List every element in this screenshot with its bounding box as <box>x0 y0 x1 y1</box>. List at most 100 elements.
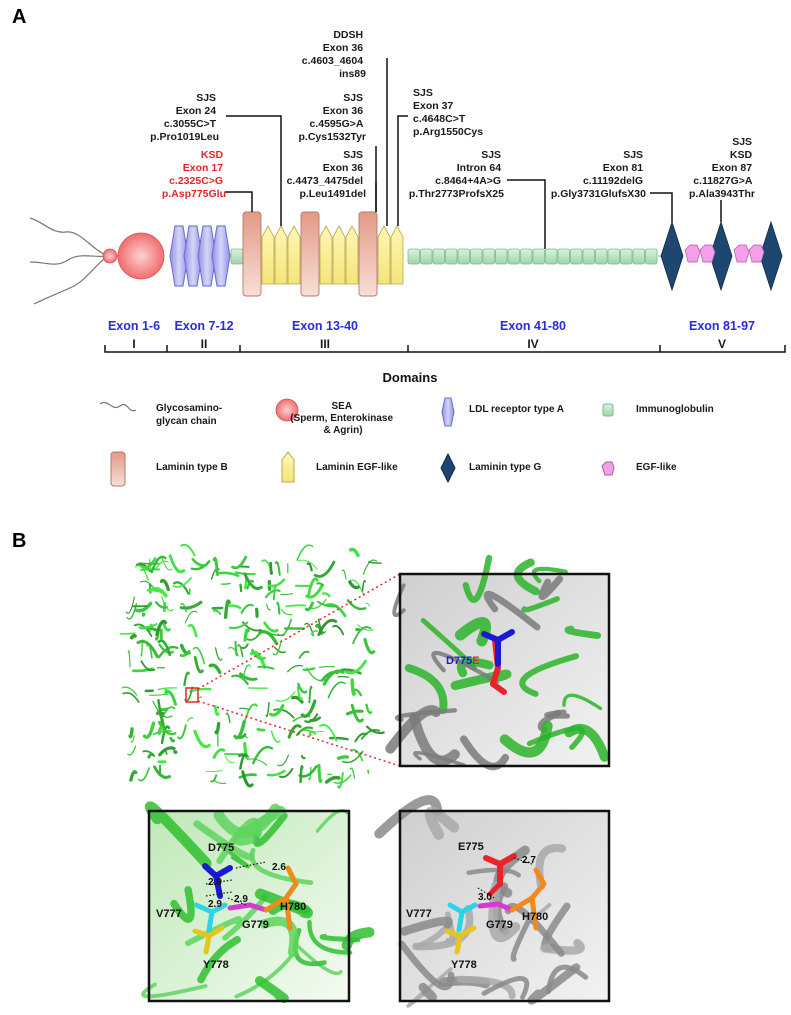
ribbon-segment <box>274 561 281 576</box>
ribbon-segment <box>125 596 135 614</box>
ribbon-segment <box>128 727 134 739</box>
ribbon-segment <box>319 933 361 943</box>
domain-numeral-4: IV <box>527 337 538 351</box>
ribbon-segment <box>513 558 540 596</box>
ribbon-segment <box>316 600 339 608</box>
ribbon-segment <box>363 637 376 655</box>
ribbon-segment <box>177 724 187 740</box>
ribbon-segment <box>297 682 308 694</box>
ribbon-segment <box>316 582 325 587</box>
ribbon-segment <box>348 580 360 590</box>
ribbon-segment <box>243 572 263 591</box>
ribbon-segment <box>302 667 316 672</box>
ribbon-segment <box>142 750 156 757</box>
ribbon-segment <box>154 560 169 571</box>
ribbon-segment <box>239 707 250 711</box>
ribbon-segment <box>269 561 274 575</box>
ribbon-segment <box>462 554 493 603</box>
ribbon-segment <box>255 976 289 1003</box>
ribbon-segment <box>287 724 302 739</box>
ribbon-segment <box>129 770 138 782</box>
ribbon-segment <box>258 630 279 646</box>
superposed-residue <box>481 629 515 695</box>
domain-brackets <box>104 345 786 353</box>
ribbon-segment <box>337 675 350 678</box>
ribbon-segment <box>360 728 381 740</box>
wt-hbonds <box>205 861 267 906</box>
ig-repeat <box>557 248 570 265</box>
domain-numeral-1: I <box>132 337 135 351</box>
ribbon-segment <box>291 695 304 704</box>
ribbon-segment <box>332 624 345 636</box>
legend-sea: SEA (Sperm, Enterokinase & Agrin) <box>290 401 396 436</box>
ribbon-segment <box>187 623 198 638</box>
ribbon-segment <box>365 725 385 735</box>
ribbon-segment <box>252 745 274 765</box>
ribbon-segment <box>488 881 521 942</box>
ribbon-segment <box>350 749 364 762</box>
ig-repeat <box>520 248 533 265</box>
ribbon-segment <box>277 754 290 767</box>
ribbon-segment <box>212 556 219 576</box>
ribbon-segment <box>308 767 312 781</box>
ribbon-segment <box>268 578 286 588</box>
ribbon-segment <box>228 621 249 630</box>
ribbon-segment <box>140 557 157 569</box>
mutation-label-ksd-d775e: KSD Exon 17 c.2325C>G p.Asp775Glu <box>162 149 226 200</box>
domain-numeral-2: II <box>201 337 208 351</box>
ribbon-segment <box>297 559 318 570</box>
ribbon-segment <box>418 982 437 1002</box>
exon-group-4: Exon 41-80 <box>500 319 566 333</box>
ribbon-segment <box>236 644 244 658</box>
ribbon-segment <box>286 664 304 673</box>
ribbon-segment <box>299 765 304 784</box>
ldl-legend-icon <box>441 397 455 427</box>
ribbon-segment <box>238 753 245 758</box>
laminin-b-legend-icon <box>110 451 126 487</box>
ribbon-segment <box>257 665 275 670</box>
zoom-panel: D775E <box>385 554 611 771</box>
ribbon-segment <box>317 618 338 636</box>
mut-sticks <box>444 853 547 955</box>
glycosaminoglycan-chains <box>29 217 118 305</box>
ribbon-segment <box>374 795 443 839</box>
ribbon-segment <box>149 693 169 696</box>
wt-dist-2: 2.9 <box>208 899 222 910</box>
wt-residue-label: D775 <box>208 842 234 854</box>
mutation-label-ddsh-ins89: DDSH Exon 36 c.4603_4604 ins89 <box>302 29 366 80</box>
ig-repeat <box>420 248 433 265</box>
ribbon-segment <box>153 765 171 779</box>
ribbon-segment <box>119 632 136 635</box>
protein-schematic <box>29 211 783 305</box>
mut-residue-label: E775 <box>458 841 484 853</box>
ribbon-segment <box>239 753 248 770</box>
ribbon-segment <box>300 729 317 735</box>
protein-cloud <box>119 543 385 789</box>
ig-repeat <box>470 248 483 265</box>
ribbon-segment <box>212 748 226 759</box>
ribbon-segment <box>160 725 171 745</box>
ig-repeat-row <box>407 248 661 265</box>
ribbon-segment <box>214 721 221 735</box>
wt-label-y778: Y778 <box>203 959 229 971</box>
wt-dist-4: 2.6 <box>272 862 286 873</box>
ribbon-segment <box>150 555 167 574</box>
laminin-b-domain <box>242 211 262 297</box>
ribbon-segment <box>241 770 254 788</box>
wt-label-g779: G779 <box>242 919 269 931</box>
egf-like-domains <box>684 244 765 263</box>
ribbon-segment <box>280 608 293 616</box>
ribbon-segment <box>365 602 371 607</box>
ribbon-segment <box>521 596 560 613</box>
ig-domain <box>230 248 244 265</box>
ig-repeat <box>632 248 645 265</box>
ig-repeat <box>445 248 458 265</box>
ribbon-segment <box>308 685 313 704</box>
ribbon-segment <box>307 577 319 597</box>
domain-numeral-5: V <box>718 337 726 351</box>
zoom-highlight-box <box>185 687 199 703</box>
wt-label-h780: H780 <box>280 901 306 913</box>
ribbon-segment <box>132 667 154 673</box>
ribbon-segment <box>307 919 353 955</box>
ribbon-segment <box>237 733 247 740</box>
